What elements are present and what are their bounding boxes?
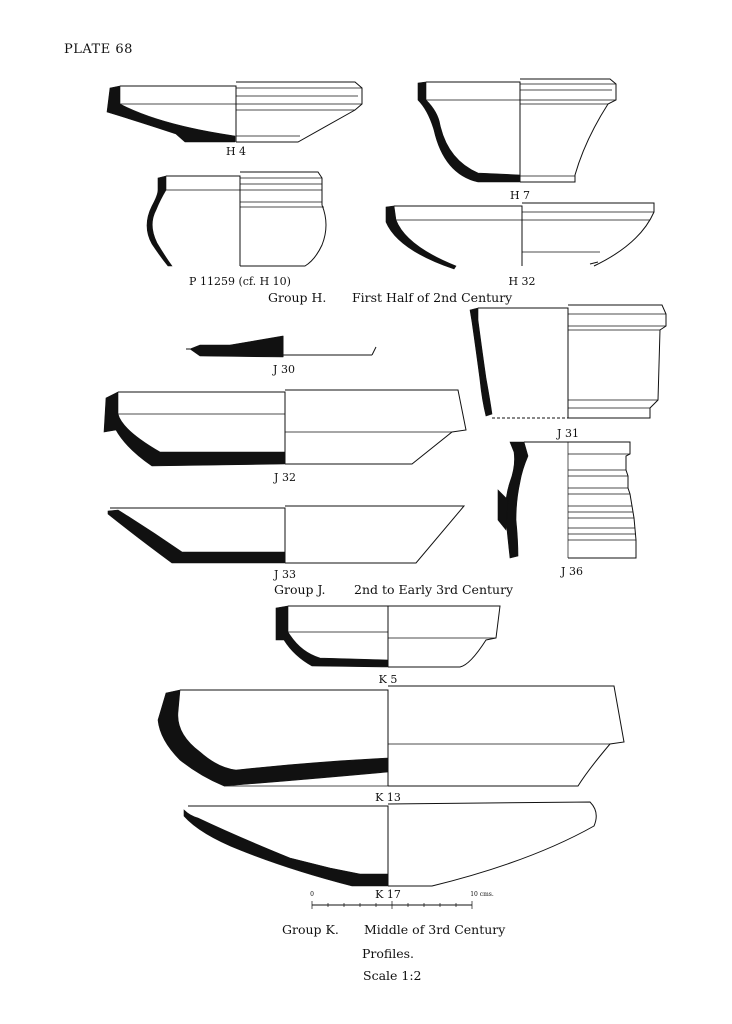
vessel-h32: [385, 202, 655, 270]
group-j-date: 2nd to Early 3rd Century: [354, 582, 514, 597]
group-k-name: Group K.: [282, 922, 339, 937]
label-j36: J 36: [561, 565, 583, 578]
vessel-k5: [275, 605, 501, 668]
label-j31: J 31: [557, 427, 579, 440]
label-h32: H 32: [508, 275, 536, 288]
scale-bar-end-label: 10 cms.: [470, 891, 494, 898]
vessel-h7: [417, 78, 617, 183]
group-h-name: Group H.: [268, 290, 327, 305]
h7-section: [417, 81, 521, 183]
group-k-date: Middle of 3rd Century: [364, 922, 506, 937]
vessel-k13: [157, 685, 625, 787]
h32-section: [385, 205, 457, 270]
k17-section: [183, 809, 389, 887]
vessel-j30: [186, 335, 377, 358]
k13-section: [157, 689, 389, 787]
label-j32: J 32: [274, 471, 296, 484]
j32-section: [103, 391, 286, 467]
footer-scale: Scale 1:2: [363, 968, 422, 983]
j31-section: [469, 307, 493, 417]
j30-section: [189, 335, 284, 358]
label-p11259: P 11259 (cf. H 10): [189, 275, 291, 288]
k5-section: [275, 605, 389, 668]
vessel-j36: [497, 441, 637, 559]
j36-section: [505, 441, 529, 559]
h4-section: [106, 85, 236, 143]
scale-bar: [311, 901, 473, 909]
scale-bar-start-label: 0: [310, 891, 314, 898]
label-k5: K 5: [378, 673, 398, 686]
vessel-j32: [103, 389, 467, 467]
label-h7: H 7: [509, 189, 531, 202]
vessel-k17: [183, 801, 597, 887]
label-j33: J 33: [274, 568, 296, 581]
vessel-j33: [107, 505, 466, 564]
label-h4: H 4: [225, 145, 247, 158]
vessel-p11259: [146, 171, 327, 267]
vessel-h4: [106, 81, 363, 143]
plate-title: PLATE 68: [64, 42, 133, 57]
label-k13: K 13: [375, 791, 401, 804]
label-j30: J 30: [273, 363, 295, 376]
vessel-j31: [469, 304, 667, 419]
p11259-section: [146, 175, 173, 267]
footer-profiles: Profiles.: [362, 946, 415, 961]
group-h-date: First Half of 2nd Century: [352, 290, 513, 305]
group-j-name: Group J.: [274, 582, 326, 597]
j33-section: [107, 509, 286, 564]
label-k17: K 17: [375, 888, 401, 901]
